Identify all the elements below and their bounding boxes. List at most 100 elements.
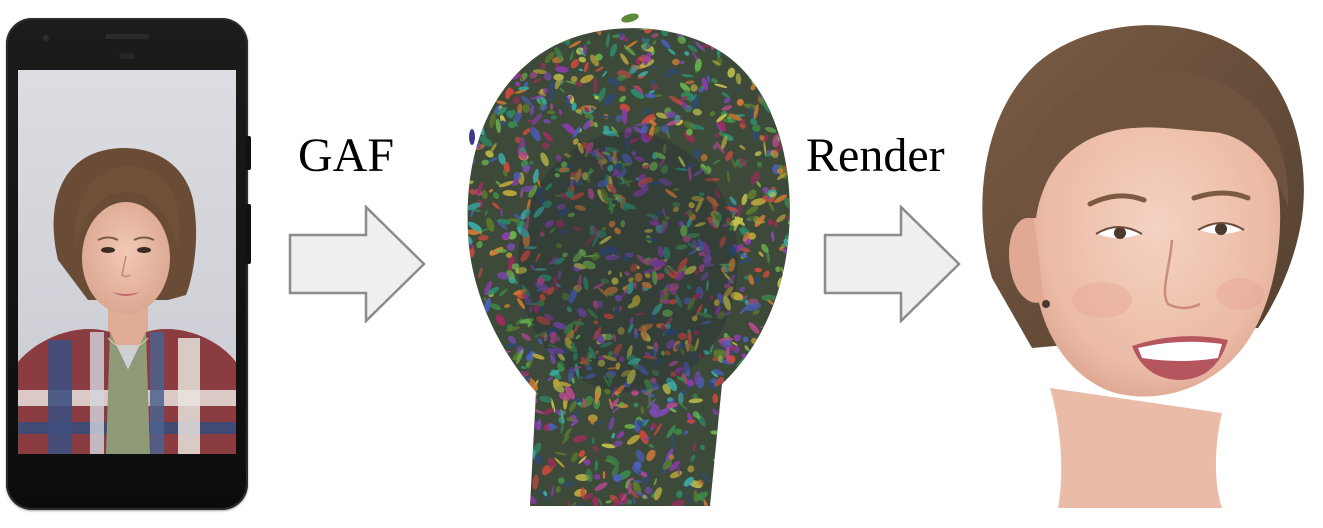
splat	[503, 161, 510, 173]
splat	[643, 355, 657, 360]
splat	[771, 104, 781, 111]
splat	[575, 334, 581, 340]
splat	[778, 446, 785, 455]
splat	[628, 277, 634, 283]
splat	[495, 118, 501, 134]
splat	[522, 128, 531, 136]
splat	[725, 476, 732, 484]
splat	[532, 353, 545, 360]
splat	[780, 330, 787, 343]
splat	[536, 418, 541, 431]
splat	[542, 131, 553, 143]
splat	[766, 328, 772, 341]
splat	[721, 91, 730, 98]
splat	[741, 353, 747, 359]
splat	[544, 313, 554, 321]
splat	[473, 120, 481, 129]
splat	[657, 245, 664, 258]
splat	[460, 138, 468, 147]
splat	[740, 411, 752, 420]
splat	[634, 328, 638, 335]
splat	[506, 110, 514, 119]
splat	[757, 80, 768, 87]
splat	[535, 252, 541, 262]
splat	[735, 23, 744, 27]
splat	[498, 288, 508, 297]
splat	[555, 154, 563, 163]
splat	[752, 355, 757, 372]
splat	[722, 118, 737, 123]
splat	[666, 283, 671, 290]
splat	[632, 481, 642, 495]
splat	[569, 50, 574, 61]
splat	[611, 386, 617, 398]
splat	[722, 223, 728, 228]
splat	[709, 343, 714, 355]
splat	[755, 457, 766, 471]
splat	[546, 110, 556, 115]
splat	[723, 339, 731, 346]
splat	[755, 389, 766, 401]
splat	[761, 82, 768, 89]
splat	[612, 150, 617, 159]
splat	[685, 492, 692, 505]
splat	[513, 172, 522, 180]
splat	[498, 152, 506, 165]
splat	[758, 424, 766, 430]
splat	[481, 189, 488, 200]
splat	[553, 257, 565, 265]
splat	[653, 345, 657, 360]
splat	[730, 28, 741, 31]
splat	[714, 376, 724, 387]
splat	[571, 452, 579, 463]
splat	[564, 153, 571, 158]
splat	[621, 369, 631, 377]
splat	[572, 138, 579, 145]
splat	[461, 437, 466, 443]
splat	[675, 293, 683, 308]
splat	[751, 453, 757, 461]
splat	[754, 221, 766, 224]
splat	[779, 28, 785, 34]
splat	[467, 95, 473, 102]
splat	[626, 434, 640, 445]
splat	[565, 17, 573, 25]
splat	[688, 248, 699, 255]
splat	[563, 428, 572, 438]
splat	[601, 226, 607, 231]
splat	[789, 268, 790, 282]
splat	[653, 422, 663, 437]
splat	[768, 12, 781, 21]
splat	[511, 263, 520, 270]
splat	[743, 497, 750, 506]
splat	[717, 355, 723, 363]
splat	[770, 390, 780, 401]
splat	[519, 439, 533, 445]
splat	[533, 206, 545, 218]
splat	[491, 395, 497, 406]
splat	[653, 126, 661, 134]
splat	[733, 450, 744, 455]
splat	[724, 493, 730, 499]
right-arrow-icon	[288, 205, 426, 323]
splat	[686, 128, 693, 136]
splat	[467, 66, 469, 72]
splat	[548, 81, 557, 90]
splat	[768, 422, 776, 432]
splat	[495, 447, 508, 460]
splat	[724, 206, 738, 212]
splat	[621, 202, 637, 210]
splat	[662, 246, 671, 260]
splat	[545, 12, 555, 15]
splat	[689, 124, 705, 130]
splat	[564, 96, 571, 108]
splat	[511, 179, 519, 186]
splat	[480, 56, 486, 60]
splat	[481, 376, 494, 389]
splat	[460, 488, 463, 492]
splat	[627, 323, 634, 334]
splat	[632, 85, 644, 95]
splat	[479, 432, 484, 437]
splat	[710, 378, 717, 384]
splat	[532, 53, 535, 59]
